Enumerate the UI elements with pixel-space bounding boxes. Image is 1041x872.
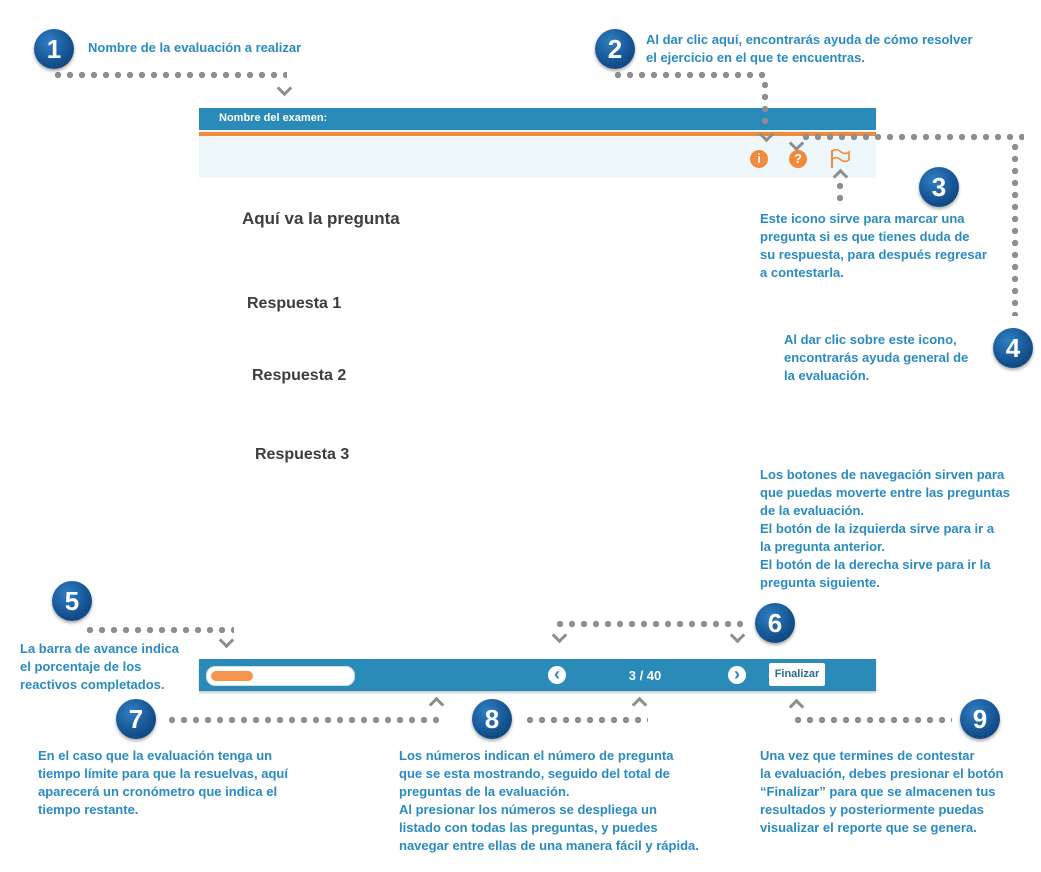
connector-8: [524, 716, 648, 724]
exam-title-underline: [199, 132, 876, 136]
connector-2-vertical: [761, 79, 769, 129]
answer-option-2[interactable]: Respuesta 2: [252, 367, 347, 384]
arrow-2-icon: [758, 129, 774, 145]
badge-5: 5: [52, 581, 92, 621]
note-9: Una vez que termines de contestar la eva…: [760, 748, 1004, 835]
badge-6: 6: [755, 603, 795, 643]
exam-title: Nombre del examen:: [219, 112, 328, 124]
badge-4: 4: [993, 328, 1033, 368]
help-icon[interactable]: ?: [789, 150, 807, 168]
flag-icon[interactable]: [829, 149, 851, 169]
connector-9: [792, 716, 952, 724]
connector-6: [554, 620, 744, 628]
note-7: En el caso que la evaluación tenga un ti…: [38, 748, 288, 817]
note-1: Nombre de la evaluación a realizar: [88, 40, 302, 55]
arrow-4-icon: [788, 138, 804, 154]
note-4: Al dar clic sobre este icono, encontrará…: [784, 332, 969, 383]
badge-3: 3: [919, 167, 959, 207]
bottom-bar: ‹ 3 / 40 › Finalizar: [199, 659, 876, 691]
progress-fill: [211, 671, 253, 681]
connector-4: [800, 133, 1024, 141]
note-3: Este icono sirve para marcar una pregunt…: [760, 211, 987, 280]
arrow-6-right-icon: [729, 630, 745, 646]
question-counter[interactable]: 3 / 40: [628, 668, 662, 683]
arrow-9-icon: [788, 696, 804, 712]
connector-7: [166, 716, 442, 724]
connector-5: [84, 626, 234, 634]
arrow-6-left-icon: [551, 630, 567, 646]
note-8: Los números indican el número de pregunt…: [399, 748, 699, 853]
note-2: Al dar clic aquí, encontrarás ayuda de c…: [646, 32, 973, 65]
connector-3-vertical: [836, 180, 844, 206]
exam-header: Nombre del examen:: [199, 108, 876, 178]
badge-7: 7: [116, 699, 156, 739]
arrow-8-icon: [631, 694, 647, 710]
answer-option-1[interactable]: Respuesta 1: [247, 295, 342, 312]
badge-2: 2: [595, 29, 635, 69]
finish-button[interactable]: Finalizar: [769, 663, 825, 686]
badge-9: 9: [960, 699, 1000, 739]
progress-track: [206, 666, 355, 686]
note-5: La barra de avance indica el porcentaje …: [20, 641, 179, 692]
exam-title-bar: Nombre del examen:: [199, 108, 876, 130]
arrow-1-icon: [276, 83, 292, 99]
question-text: Aquí va la pregunta: [242, 209, 400, 228]
arrow-7-icon: [428, 694, 444, 710]
connector-2: [612, 71, 769, 79]
answer-option-3[interactable]: Respuesta 3: [255, 446, 350, 463]
next-question-button[interactable]: ›: [728, 665, 746, 684]
prev-question-button[interactable]: ‹: [548, 665, 566, 684]
connector-4-vertical: [1011, 141, 1019, 316]
badge-8: 8: [472, 699, 512, 739]
badge-1: 1: [34, 29, 74, 69]
info-icon[interactable]: i: [750, 150, 768, 168]
arrow-5-icon: [218, 635, 234, 651]
connector-1: [52, 71, 287, 79]
note-6: Los botones de navegación sirven para qu…: [760, 467, 1010, 590]
